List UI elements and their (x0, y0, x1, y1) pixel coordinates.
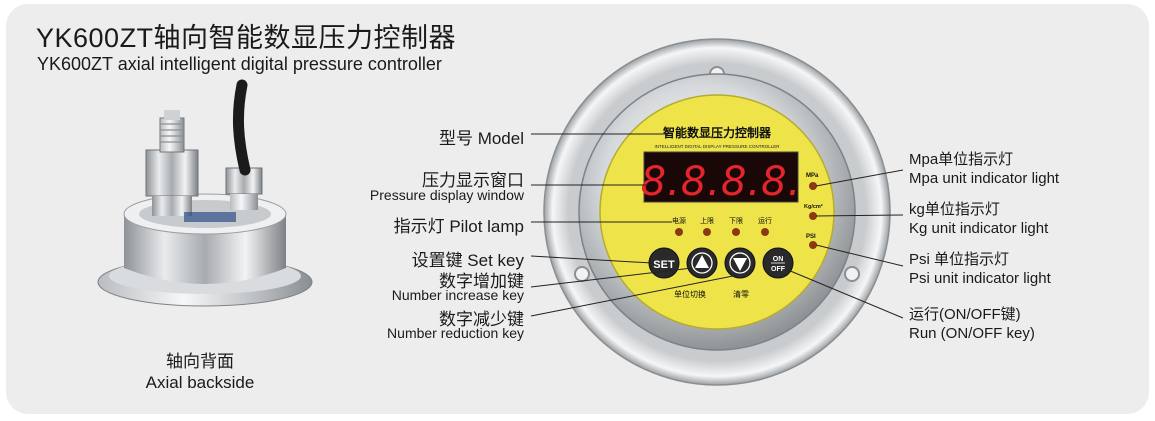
callout-line-mpa (815, 169, 904, 187)
callout-line-run (787, 269, 904, 319)
display-digits: 8.8.8.8. (641, 159, 802, 205)
clear-label: 清零 (733, 289, 749, 299)
label-increase-cn: 数字增加键 (439, 272, 524, 291)
callout-line-set (530, 255, 653, 264)
lamp-label-lower: 下限 (729, 216, 743, 225)
label-run-cn: 运行(ON/OFF键) (909, 306, 1021, 323)
label-kg-en: Kg unit indicator light (909, 220, 1049, 237)
label-run-en: Run (ON/OFF key) (909, 325, 1035, 342)
label-display-cn: 压力显示窗口 (422, 171, 524, 190)
backside-caption-cn: 轴向背面 (166, 352, 234, 371)
increase-button[interactable] (686, 247, 718, 279)
mount-hole (844, 266, 860, 282)
label-mpa-en: Mpa unit indicator light (909, 170, 1060, 187)
device-brand-en: INTELLIGENT DIGITAL DISPLAY PRESSURE CON… (654, 144, 780, 149)
callout-line-kg (815, 214, 904, 217)
lamp-power (675, 228, 683, 236)
callout-line-increase (530, 267, 693, 288)
lamp-label-power: 电源 (672, 216, 686, 225)
label-model: 型号 Model (438, 129, 524, 148)
on-off-button[interactable]: ON OFF (762, 247, 794, 279)
unit-mpa-label: MPa (806, 173, 819, 179)
label-decrease-cn: 数字减少键 (439, 310, 524, 329)
unit-kg-label: Kg/cm² (804, 203, 823, 210)
label-run: 运行(ON/OFF键) Run (ON/OFF key) (909, 305, 1035, 343)
page-subtitle: YK600ZT axial intelligent digital pressu… (37, 54, 442, 74)
lamp-run (761, 228, 769, 236)
label-display-en: Pressure display window (369, 187, 524, 203)
label-mpa: Mpa单位指示灯 Mpa unit indicator light (909, 150, 1059, 188)
unit-psi-lamp (809, 241, 817, 249)
page-title: YK600ZT轴向智能数显压力控制器 (36, 23, 457, 53)
lamp-label-upper: 上限 (700, 216, 714, 225)
label-mpa-cn: Mpa单位指示灯 (909, 151, 1014, 168)
backside-caption-en: Axial backside (145, 373, 255, 392)
lamp-lower (732, 228, 740, 236)
label-increase-en: Number increase key (391, 287, 524, 303)
label-psi: Psi 单位指示灯 Psi unit indicator light (909, 250, 1051, 288)
callout-line-decrease (530, 274, 739, 317)
label-decrease-en: Number reduction key (387, 325, 524, 341)
label-pilot-lamp: 指示灯 Pilot lamp (393, 217, 524, 236)
label-kg-cn: kg单位指示灯 (909, 201, 1000, 218)
unit-psi-label: PSI (806, 234, 816, 240)
set-button-label: SET (653, 259, 675, 271)
label-psi-cn: Psi 单位指示灯 (909, 251, 1010, 268)
on-label: ON (773, 256, 784, 263)
label-kg: kg单位指示灯 Kg unit indicator light (909, 200, 1048, 238)
device-brand-cn: 智能数显压力控制器 (662, 125, 772, 140)
pressure-display (643, 151, 799, 203)
label-psi-en: Psi unit indicator light (909, 270, 1051, 287)
lamp-upper (703, 228, 711, 236)
callout-line-psi (815, 244, 904, 267)
down-arrow-icon (733, 258, 747, 271)
up-arrow-icon (695, 255, 709, 268)
decrease-button[interactable] (724, 247, 756, 279)
unit-mpa-lamp (809, 182, 817, 190)
off-label: OFF (771, 266, 786, 273)
unit-switch-label: 单位切换 (674, 289, 706, 299)
unit-kg-lamp (809, 212, 817, 220)
label-set-key: 设置键 Set key (411, 251, 524, 270)
lamp-label-run: 运行 (758, 216, 772, 225)
backside-caption: 轴向背面 Axial backside (125, 351, 275, 393)
